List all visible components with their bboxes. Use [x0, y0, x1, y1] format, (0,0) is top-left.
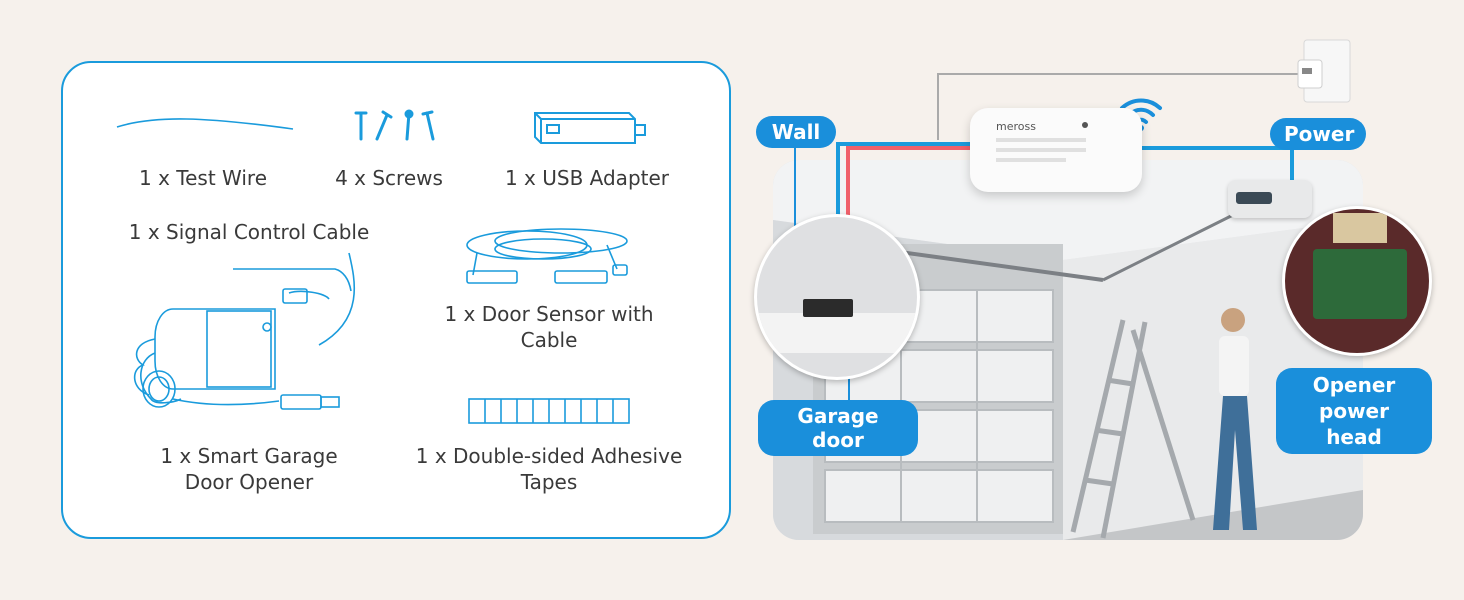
garage-illustration [773, 160, 1363, 540]
opener-power-head [1228, 180, 1312, 218]
item-label-test-wire: 1 x Test Wire [139, 166, 267, 190]
item-label-screws: 4 x Screws [335, 166, 443, 190]
door-sensor-icon [466, 228, 628, 284]
wall-sensor-zoom [754, 214, 920, 380]
garage-scene [773, 160, 1363, 540]
test-wire-icon [116, 118, 294, 130]
label-opener-power-head: Opener power head [1276, 368, 1432, 454]
item-label-usb-adapter: 1 x USB Adapter [504, 166, 670, 190]
opener-terminal-zoom [1282, 206, 1432, 356]
package-contents-panel: 1 x Test Wire 4 x Screws 1 x USB Adapter… [61, 61, 731, 539]
adhesive-tapes-icon [468, 398, 630, 424]
item-label-signal-control-cable: 1 x Signal Control Cable [128, 220, 370, 244]
smart-garage-door-opener-device: meross [970, 108, 1142, 192]
wall-outlet-icon [1297, 39, 1351, 103]
item-label-door-sensor: 1 x Door Sensor with Cable [444, 302, 654, 352]
usb-adapter-icon [534, 112, 646, 144]
item-label-adhesive-tapes: 1 x Double-sided Adhesive Tapes [415, 444, 683, 494]
smart-garage-door-opener-icon [133, 252, 356, 410]
device-brand-label: meross [996, 120, 1036, 133]
label-garage-door: Garage door [758, 400, 918, 456]
screws-icon [354, 109, 435, 141]
label-wall: Wall [756, 116, 836, 148]
item-label-smart-garage-door-opener: 1 x Smart Garage Door Opener [160, 444, 338, 494]
device-status-led [1082, 122, 1088, 128]
label-power: Power [1270, 118, 1366, 150]
